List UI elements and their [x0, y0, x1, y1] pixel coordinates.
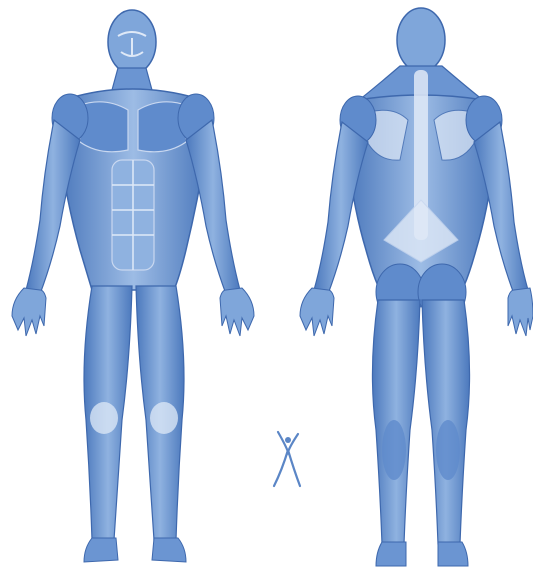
back-foot-right — [438, 542, 468, 566]
back-calf-right — [436, 420, 460, 480]
back-head — [397, 8, 445, 72]
back-foot-left — [376, 542, 406, 566]
back-hand-left — [300, 288, 334, 336]
back-view-figure — [300, 8, 533, 566]
front-knee-right — [150, 402, 178, 434]
front-knee-left — [90, 402, 118, 434]
front-foot-right — [152, 538, 186, 562]
back-calf-left — [382, 420, 406, 480]
back-hand-right — [508, 288, 533, 336]
human-figure-logo-icon — [274, 432, 300, 486]
front-hand-left — [12, 288, 46, 336]
front-neck — [112, 68, 152, 90]
front-foot-left — [84, 538, 118, 562]
front-hand-right — [220, 288, 254, 336]
front-view-figure — [12, 10, 254, 562]
